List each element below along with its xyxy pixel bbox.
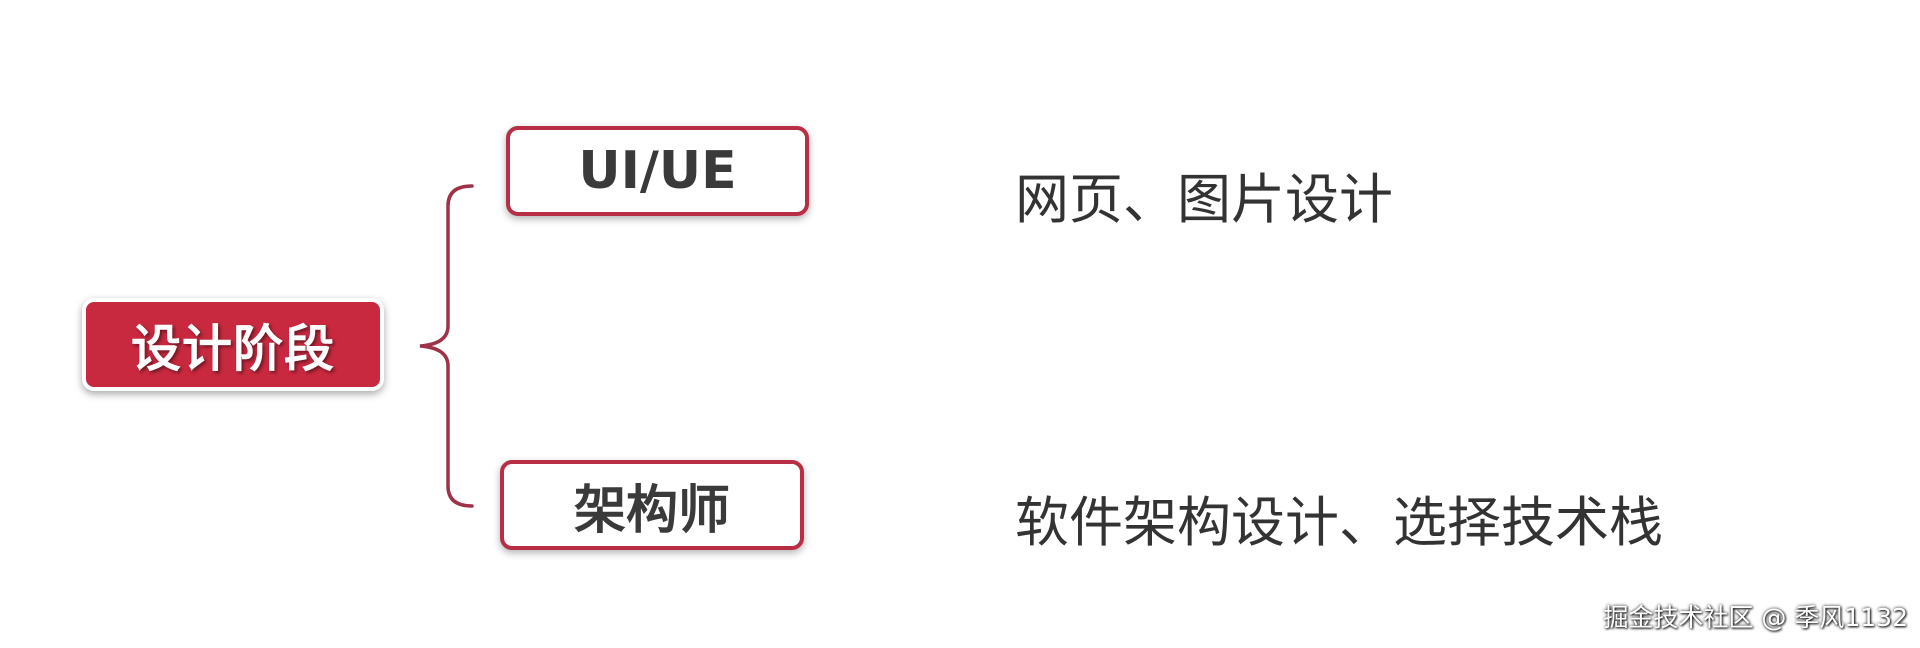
root-node: 设计阶段 <box>82 298 384 391</box>
branch-description-ui-ue: 网页、图片设计 <box>1015 168 1393 231</box>
watermark-text: 掘金技术社区 @ 季风1132 <box>1603 603 1908 632</box>
branch-description-architect: 软件架构设计、选择技术栈 <box>1015 491 1663 554</box>
root-node-label: 设计阶段 <box>131 319 335 378</box>
branch-node-ui-ue: UI/UE <box>506 126 809 216</box>
branch-node-label: UI/UE <box>578 141 737 201</box>
branch-node-architect: 架构师 <box>500 460 804 550</box>
branch-node-label: 架构师 <box>573 480 730 541</box>
